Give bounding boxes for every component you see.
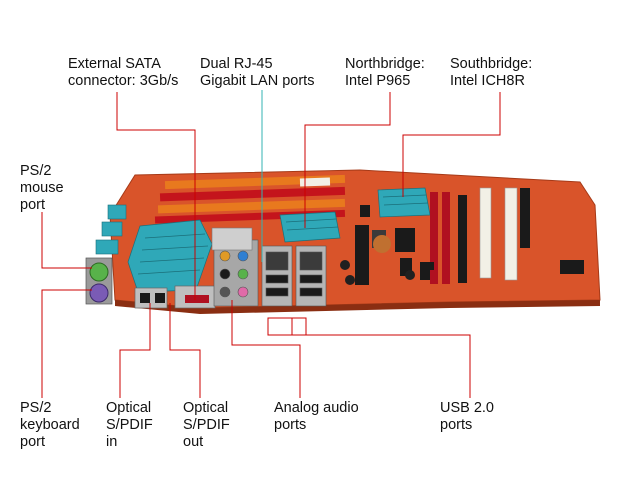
label-usb: USB 2.0 ports <box>440 400 494 433</box>
label-analog-audio: Analog audio ports <box>274 400 359 433</box>
northbridge-heatsink <box>279 211 341 243</box>
expansion-slots <box>355 187 530 285</box>
label-dual-rj45: Dual RJ-45 Gigabit LAN ports <box>200 56 315 89</box>
leader-ps2-keyboard <box>41 289 92 398</box>
ps2-ports <box>85 257 113 305</box>
optical-in-port <box>140 293 150 303</box>
leader-usb <box>267 317 471 398</box>
label-ps2-keyboard: PS/2 keyboard port <box>20 400 80 450</box>
cpu-socket <box>211 227 253 251</box>
leader-analog-audio <box>231 300 301 398</box>
esata-port <box>185 295 209 303</box>
vrm-heatsink-left <box>95 204 127 255</box>
audio-jacks <box>213 239 259 307</box>
leader-ps2-mouse <box>41 212 92 269</box>
label-ps2-mouse: PS/2 mouse port <box>20 163 64 213</box>
pcb-edge <box>115 300 600 314</box>
label-external-sata: External SATA connector: 3Gb/s <box>68 56 179 89</box>
leader-external-sata <box>116 92 196 300</box>
label-optical-in: Optical S/PDIF in <box>106 400 153 450</box>
leader-optical-out <box>169 303 201 398</box>
dimm-slots <box>154 174 346 224</box>
leader-southbridge <box>402 92 501 197</box>
label-optical-out: Optical S/PDIF out <box>183 400 230 450</box>
label-southbridge: Southbridge: Intel ICH8R <box>450 56 533 89</box>
label-northbridge: Northbridge: Intel P965 <box>345 56 425 89</box>
misc-components <box>340 205 584 285</box>
lan-usb-stacks <box>261 245 327 307</box>
optical-out-port <box>155 293 165 303</box>
sata-headers <box>430 270 450 284</box>
leader-optical-in <box>119 303 151 398</box>
southbridge-heatsink <box>377 187 431 218</box>
leader-northbridge <box>304 92 391 228</box>
